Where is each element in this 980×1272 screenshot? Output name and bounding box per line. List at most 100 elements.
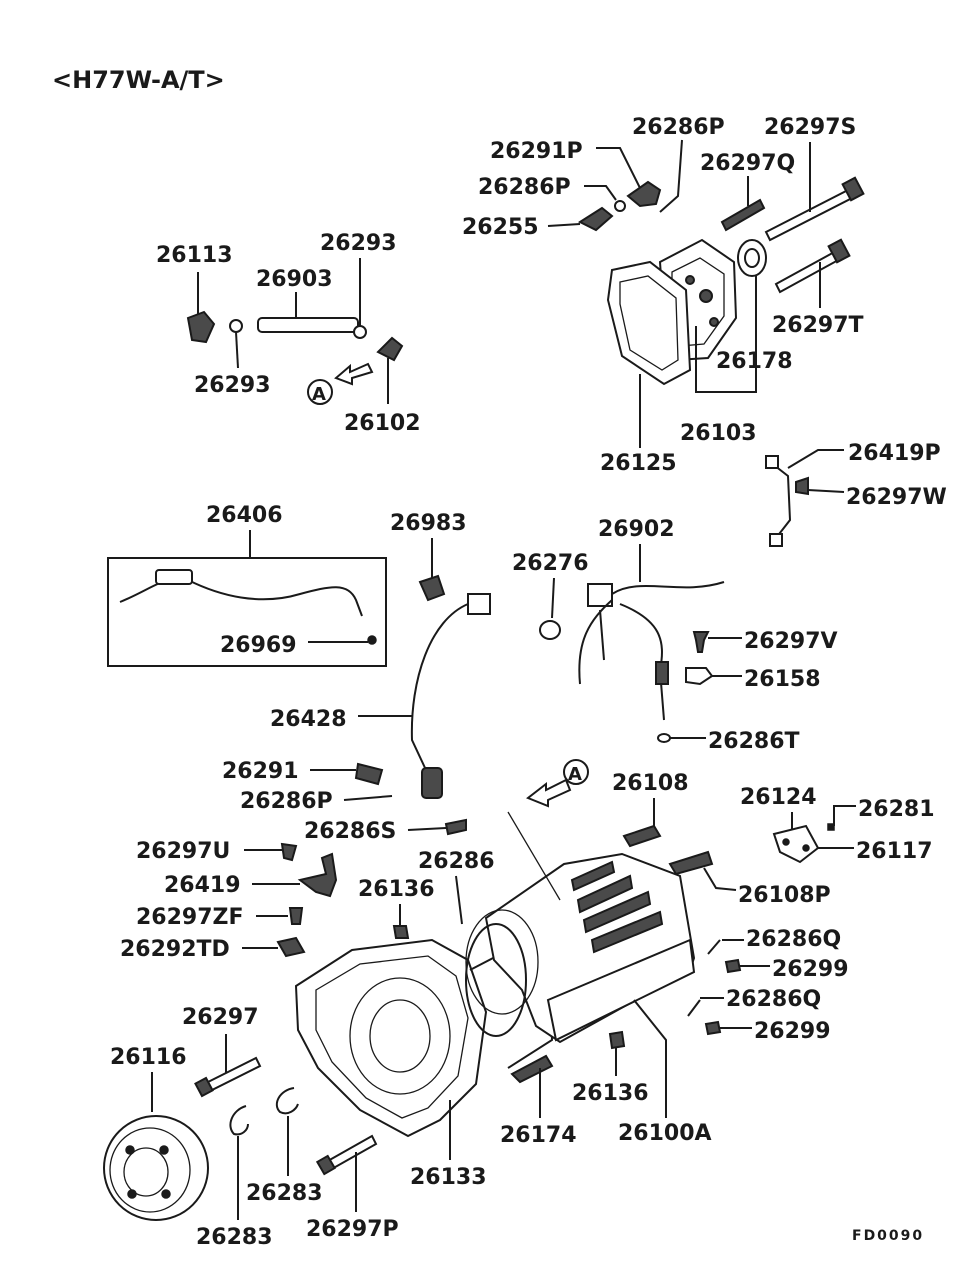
label-26292TD: 26292TD (120, 937, 230, 962)
part-26136-plug-a (392, 925, 410, 939)
part-26297Q-bolt (720, 198, 766, 232)
part-26283-snapring-a (229, 1105, 249, 1136)
label-26158: 26158 (744, 667, 821, 692)
part-26100A-oil-pan (546, 938, 696, 1042)
part-26428-connector (467, 593, 491, 615)
label-26276: 26276 (512, 551, 589, 576)
label-26297P: 26297P (306, 1217, 399, 1242)
leader-26297W (807, 489, 845, 493)
direction-arrow-a-bottom (526, 778, 572, 808)
part-26297W-bolt (795, 476, 809, 496)
part-26297ZF-bolt (288, 907, 304, 925)
label-26286P-mid: 26286P (478, 175, 571, 200)
leader-26103 (695, 326, 757, 393)
transmission-case-group: 26100A (465, 852, 712, 1146)
harness-26902-group: 26902 26276 26297V 26158 26286T (512, 517, 838, 754)
part-26297S-head (841, 176, 865, 202)
label-26100A: 26100A (618, 1121, 712, 1146)
label-26281: 26281 (858, 797, 935, 822)
label-26286P-top: 26286P (632, 115, 725, 140)
bracket-26174-group: 26174 (500, 1054, 577, 1148)
shift-rod-group: A 26113 26903 26293 26293 26102 (156, 231, 421, 436)
part-26286S-oring (444, 818, 467, 836)
label-26117: 26117 (856, 839, 933, 864)
label-26297T: 26297T (772, 313, 864, 338)
label-26299-a: 26299 (772, 957, 849, 982)
part-26108P-bracket (668, 850, 714, 876)
leader-26255 (547, 223, 581, 227)
label-26419P: 26419P (848, 441, 941, 466)
part-26299-plug-a (724, 958, 742, 974)
leader-26100A (633, 999, 667, 1118)
leader-26419P (787, 449, 844, 469)
part-26286Q-b (687, 999, 701, 1017)
label-26124: 26124 (740, 785, 817, 810)
leader-26281 (833, 805, 856, 826)
label-26297: 26297 (182, 1005, 259, 1030)
left-small-parts-group: 26291 26286P 26286S 26297U 26419 26297ZF… (120, 759, 467, 962)
leader-26286 (455, 875, 463, 925)
callout-a-bottom-group: A (507, 759, 589, 901)
label-26103: 26103 (680, 421, 757, 446)
label-26286S: 26286S (304, 819, 396, 844)
label-26286Q-a: 26286Q (746, 927, 841, 952)
part-26158-bracket (685, 667, 714, 686)
part-26133-converter-housing (294, 938, 488, 1138)
part-26293-clip-left (229, 319, 243, 333)
label-26255: 26255 (462, 215, 539, 240)
part-26286T-oring (657, 733, 671, 743)
leader-26286P-mid (584, 185, 617, 201)
part-26903-rod (257, 317, 359, 333)
leader-26276 (551, 577, 555, 619)
label-26983: 26983 (390, 511, 467, 536)
part-26419-sensor (297, 852, 338, 898)
harness-26406-group: 26406 26969 (107, 503, 387, 667)
part-26983-clip (418, 574, 446, 602)
label-26286Q-b: 26286Q (726, 987, 821, 1012)
part-26291P-bracket (626, 180, 662, 208)
diagram-title: <H77W-A/T> (52, 66, 225, 94)
leader-26286S (407, 827, 447, 831)
callout-a-bottom (563, 759, 589, 785)
converter-housing-group: 26133 (294, 938, 554, 1190)
leader-26108P (703, 867, 737, 891)
torque-converter-group: 26297 26116 26283 26283 26297P (103, 1005, 399, 1250)
part-26902-connector (587, 583, 613, 607)
part-26299-plug-b (704, 1020, 722, 1036)
label-26108: 26108 (612, 771, 689, 796)
label-26293-top: 26293 (320, 231, 397, 256)
part-26283-snapring-b (275, 1087, 299, 1115)
label-26428: 26428 (270, 707, 347, 732)
label-26297U: 26297U (136, 839, 230, 864)
part-26286-seal (465, 923, 527, 1037)
part-26902-wire-b (578, 599, 613, 685)
label-26406: 26406 (206, 503, 283, 528)
leader-26293-bottom (235, 331, 239, 369)
part-26281-nut (827, 823, 835, 831)
label-26297V: 26297V (744, 629, 838, 654)
label-26174: 26174 (500, 1123, 577, 1148)
label-26297ZF: 26297ZF (136, 905, 244, 930)
part-26419P-wire (769, 461, 792, 539)
direction-arrow-a-top (334, 362, 374, 386)
part-26969-terminal (367, 635, 377, 645)
part-26286P-oring (614, 200, 626, 212)
right-small-parts-group: 26108 26108P 26124 26281 26117 26286Q 26… (612, 771, 935, 1044)
part-26113-lever (186, 310, 216, 344)
part-26297-bolt (202, 1056, 262, 1094)
label-26291: 26291 (222, 759, 299, 784)
label-26297Q: 26297Q (700, 151, 795, 176)
part-26291-sensor (354, 762, 384, 786)
part-26276-clamp (539, 620, 561, 640)
part-26102-lever (376, 336, 404, 362)
callout-a-top (307, 379, 333, 405)
part-26108-bracket (622, 824, 662, 848)
label-26102: 26102 (344, 411, 421, 436)
part-26293-clip-right (353, 325, 367, 339)
extension-housing-group: 26286P 26297S 26291P 26297Q 26286P 26255… (462, 115, 865, 476)
label-26286T: 26286T (708, 729, 800, 754)
label-26116: 26116 (110, 1045, 187, 1070)
label-26283-b: 26283 (246, 1181, 323, 1206)
label-26136-b: 26136 (572, 1081, 649, 1106)
